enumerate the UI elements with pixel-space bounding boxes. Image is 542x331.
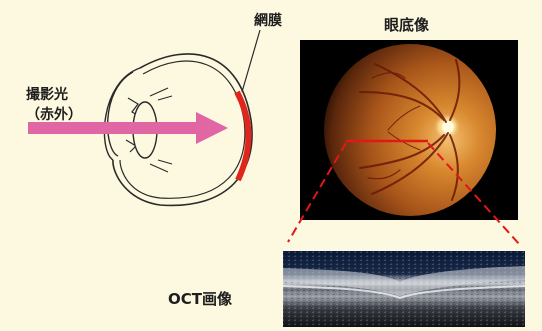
- eye-diagram: [104, 30, 260, 205]
- oct-image: [283, 251, 525, 327]
- imaging-light-label-line1: 撮影光: [26, 85, 82, 105]
- fundus-image-label: 眼底像: [384, 14, 429, 35]
- oct-image-label: OCT画像: [168, 288, 232, 309]
- fundus-photo: [300, 40, 518, 220]
- imaging-light-label: 撮影光 （赤外）: [26, 85, 82, 125]
- retina-label: 網膜: [254, 10, 282, 30]
- retina-leader-line: [242, 30, 260, 92]
- imaging-light-label-line2: （赤外）: [26, 105, 82, 125]
